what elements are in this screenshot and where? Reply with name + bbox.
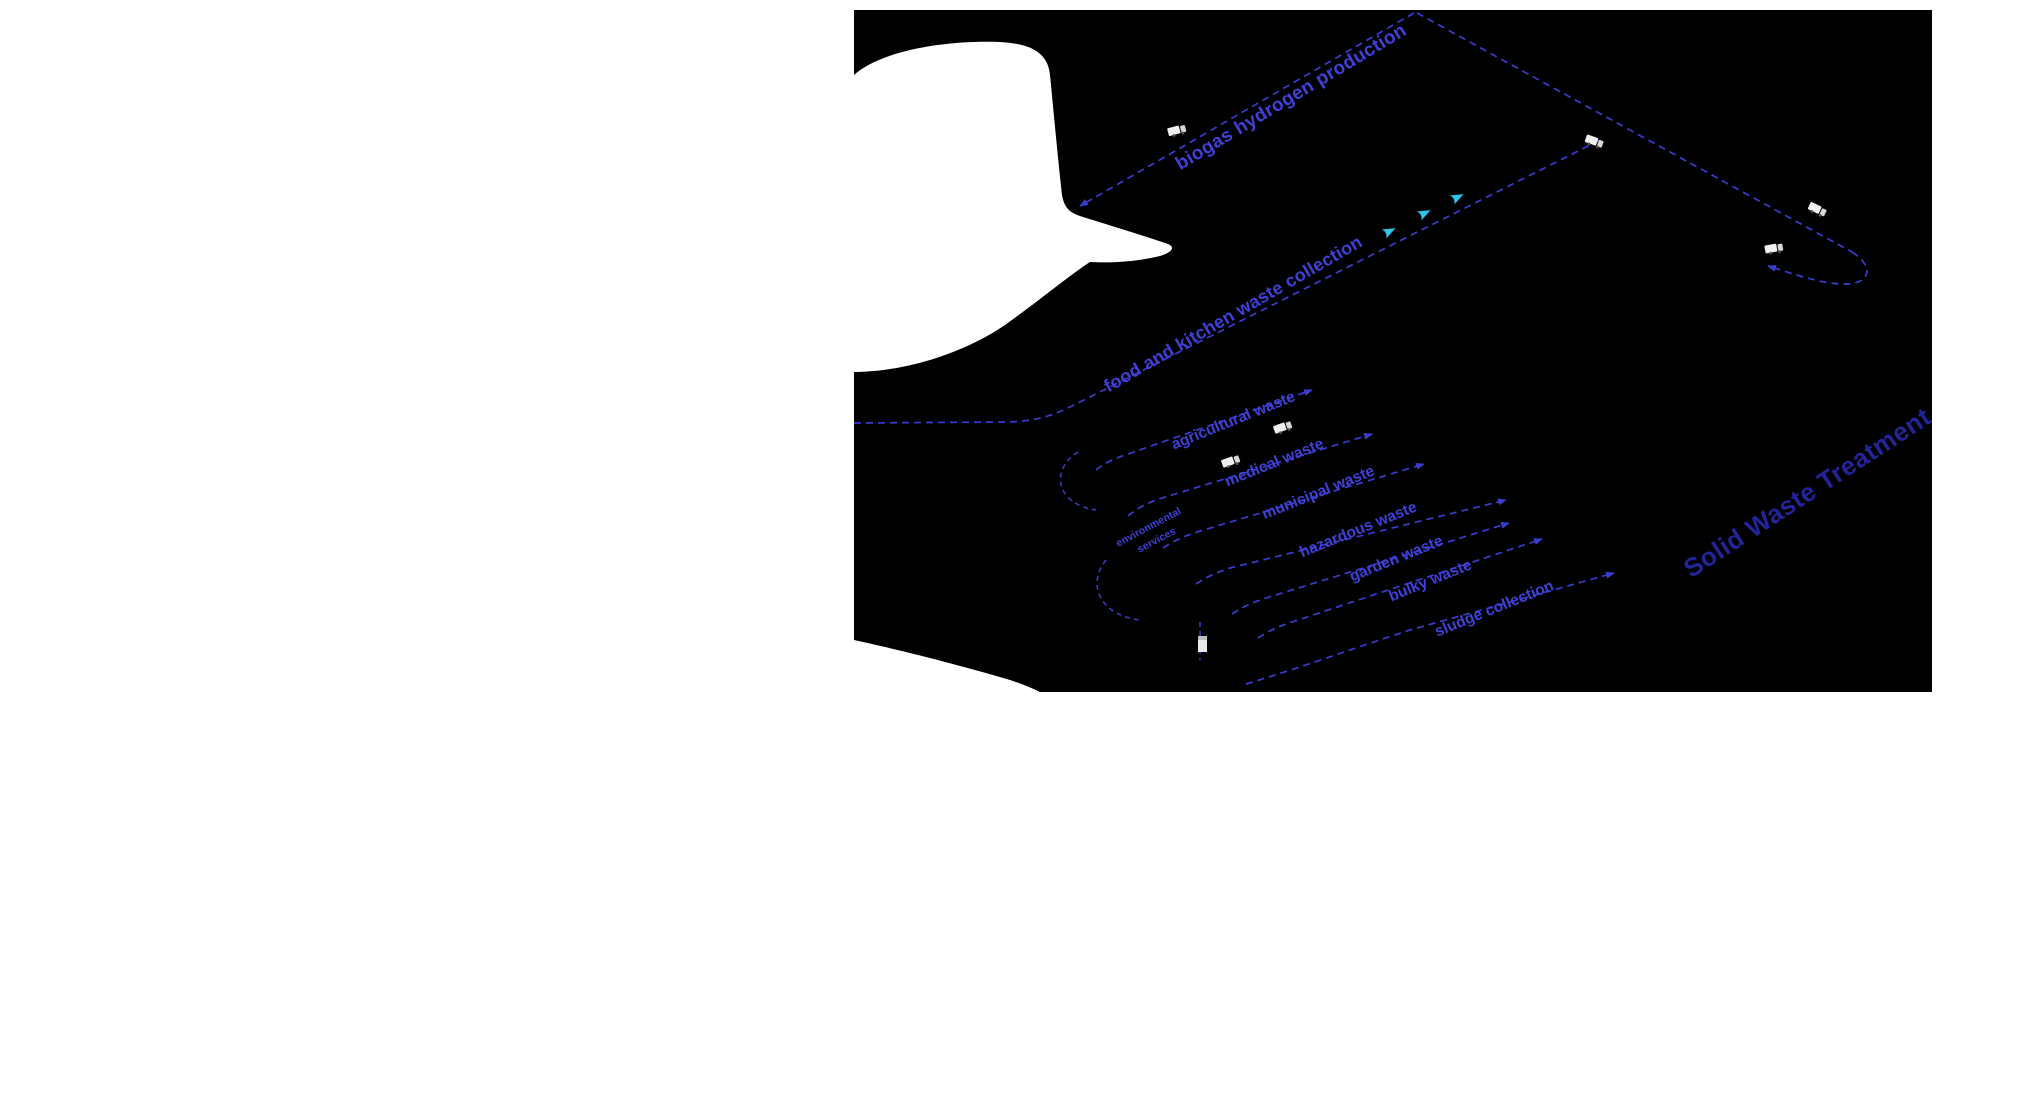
- truck-box: [1221, 456, 1235, 468]
- truck-cab: [1597, 139, 1604, 148]
- truck-box: [1273, 422, 1287, 434]
- truck-wheel: [1287, 428, 1291, 431]
- truck-wheel: [1596, 145, 1599, 149]
- building-roof: [1198, 636, 1207, 640]
- truck-box: [1764, 243, 1778, 254]
- truck-wheel: [1172, 134, 1176, 137]
- hub-curl-bottom: [1096, 559, 1141, 621]
- truck-box: [1807, 201, 1822, 214]
- truck-wheel: [1778, 250, 1781, 253]
- route-biogas-line: [1079, 12, 1415, 207]
- truck-cab: [1819, 208, 1827, 217]
- truck-wheel: [1810, 210, 1814, 213]
- truck-icon: [1221, 455, 1241, 469]
- building-wall: [1198, 636, 1207, 652]
- truck-wheel: [1227, 465, 1230, 469]
- route-municipal-line: [1162, 462, 1425, 549]
- route-garden-line: [1231, 522, 1510, 615]
- truck-icon: [1167, 125, 1187, 137]
- truck-wheel: [1279, 431, 1282, 435]
- flow-arrow-icon: [1416, 210, 1431, 221]
- truck-icon: [1273, 421, 1293, 435]
- truck-cab: [1180, 125, 1187, 133]
- truck-icon: [1584, 134, 1604, 149]
- truck-cab: [1285, 421, 1293, 430]
- truck-wheel: [1818, 213, 1822, 217]
- route-hazardous-line: [1195, 498, 1507, 585]
- white-cutout-blob: [854, 41, 1172, 373]
- facility-building-icon: [1198, 636, 1207, 652]
- route-bulky-line: [1257, 538, 1543, 639]
- truck-icon: [1807, 201, 1827, 217]
- flow-arrow-icon: [1381, 228, 1396, 239]
- truck-box: [1584, 134, 1599, 146]
- truck-wheel: [1587, 142, 1591, 146]
- truck-wheel: [1769, 251, 1773, 255]
- truck-cab: [1233, 455, 1241, 464]
- route-food-waste-line: [853, 139, 1601, 424]
- truck-cab: [1777, 243, 1784, 252]
- white-cutout-corner: [854, 640, 1040, 692]
- truck-icon: [1764, 243, 1784, 255]
- truck-box: [1167, 125, 1181, 137]
- hub-curl-top: [1059, 451, 1097, 511]
- route-agricultural-line: [1095, 389, 1313, 471]
- route-top-right-line: [1416, 12, 1853, 253]
- route-hairpin-return-line: [1767, 251, 1868, 285]
- flow-arrow-icon: [1449, 194, 1464, 205]
- cyan-flow-arrows: [1381, 194, 1464, 239]
- route-medical-line: [1127, 432, 1373, 517]
- truck-wheel: [1235, 462, 1239, 465]
- truck-wheel: [1181, 131, 1185, 135]
